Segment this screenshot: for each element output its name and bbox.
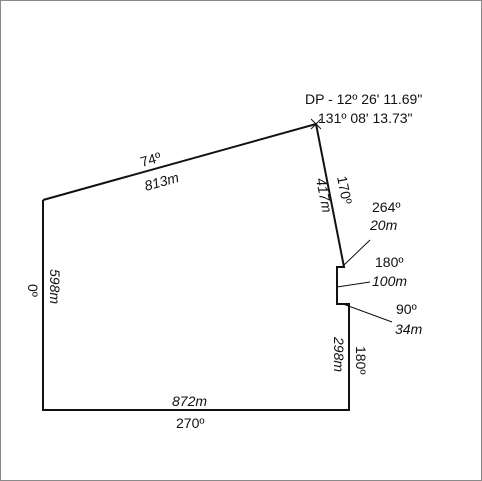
boundary-outline xyxy=(42,122,350,411)
datum-point-line-2: 131º 08' 13.73" xyxy=(318,110,413,126)
bearing-label-180-east: 180º xyxy=(353,346,369,374)
length-label-417m: 417m xyxy=(313,177,335,215)
length-label-20m: 20m xyxy=(369,217,398,233)
bearing-label-264: 264º xyxy=(372,199,400,215)
leader-line-264 xyxy=(342,239,371,267)
bearing-label-90: 90º xyxy=(396,301,417,317)
length-label-872m: 872m xyxy=(172,393,207,409)
bearing-label-0: 0º xyxy=(25,284,41,297)
leader-line-90 xyxy=(342,303,393,323)
length-label-100m: 100m xyxy=(372,273,407,289)
length-label-298m: 298m xyxy=(331,336,347,372)
bearing-label-270: 270º xyxy=(176,415,204,431)
datum-point-marker xyxy=(310,118,322,130)
bearing-label-170: 170º xyxy=(334,175,355,206)
leader-line-180 xyxy=(336,281,371,288)
bearing-label-180-short: 180º xyxy=(375,254,403,270)
length-label-813m: 813m xyxy=(143,169,181,194)
length-label-34m: 34m xyxy=(395,321,423,337)
length-label-598m: 598m xyxy=(47,269,63,304)
datum-point-line-1: DP - 12º 26' 11.69" xyxy=(305,91,422,107)
bearing-label-74: 74º xyxy=(139,149,163,170)
